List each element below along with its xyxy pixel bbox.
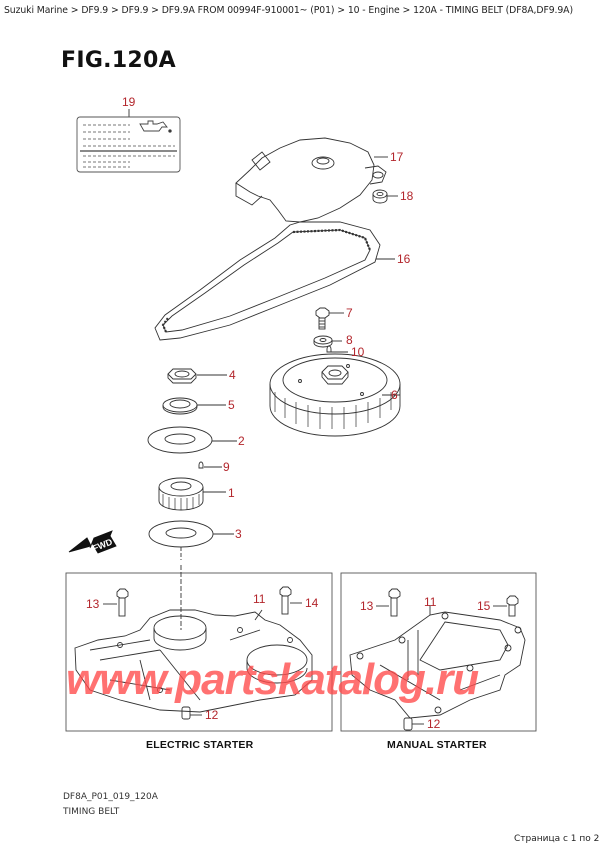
callout-4[interactable]: 4 xyxy=(229,368,236,382)
lock-washer-icon xyxy=(162,397,226,415)
figure-code: DF8A_P01_019_120A xyxy=(63,792,158,802)
belt-cover-icon xyxy=(235,137,398,223)
section-label-manual-starter: MANUAL STARTER xyxy=(387,739,487,751)
callout-11-manual[interactable]: 11 xyxy=(424,595,437,609)
cam-pulley-icon xyxy=(269,353,401,437)
callout-19[interactable]: 19 xyxy=(122,95,136,109)
callout-14-electric[interactable]: 14 xyxy=(305,596,319,610)
timing-belt-icon xyxy=(154,221,395,341)
callout-12-manual[interactable]: 12 xyxy=(427,717,441,731)
callout-9[interactable]: 9 xyxy=(223,460,230,474)
bolt-washer-icon xyxy=(313,307,348,353)
key-icon xyxy=(198,461,222,469)
callout-11-electric[interactable]: 11 xyxy=(253,592,266,606)
callout-17[interactable]: 17 xyxy=(390,150,404,164)
callout-16[interactable]: 16 xyxy=(397,252,411,266)
callout-10[interactable]: 10 xyxy=(351,345,365,359)
callout-5[interactable]: 5 xyxy=(228,398,235,412)
plate-icon xyxy=(148,520,234,560)
callout-18[interactable]: 18 xyxy=(400,189,414,203)
callout-8[interactable]: 8 xyxy=(346,333,353,347)
callout-12-electric[interactable]: 12 xyxy=(205,708,219,722)
callout-13-manual[interactable]: 13 xyxy=(360,599,374,613)
callout-7[interactable]: 7 xyxy=(346,306,353,320)
fwd-arrow-icon xyxy=(68,530,117,554)
label-decal-icon xyxy=(76,109,181,173)
callout-1[interactable]: 1 xyxy=(228,486,235,500)
callout-2[interactable]: 2 xyxy=(238,434,245,448)
figure-title: FIG.120A xyxy=(61,48,176,73)
page-indicator: Страница с 1 по 2 xyxy=(514,834,600,844)
crank-pulley-icon xyxy=(158,477,226,511)
figure-name: TIMING BELT xyxy=(63,807,120,817)
guide-plate-icon xyxy=(147,426,237,454)
callout-15-manual[interactable]: 15 xyxy=(477,599,491,613)
callout-6[interactable]: 6 xyxy=(391,388,398,402)
nut-icon xyxy=(167,368,227,384)
callout-13-electric[interactable]: 13 xyxy=(86,597,100,611)
electric-starter-cover-icon xyxy=(74,565,313,720)
section-label-electric-starter: ELECTRIC STARTER xyxy=(146,739,254,751)
breadcrumb[interactable]: Suzuki Marine > DF9.9 > DF9.9 > DF9.9A F… xyxy=(4,5,573,16)
callout-3[interactable]: 3 xyxy=(235,527,242,541)
manual-starter-bracket-icon xyxy=(349,588,526,731)
